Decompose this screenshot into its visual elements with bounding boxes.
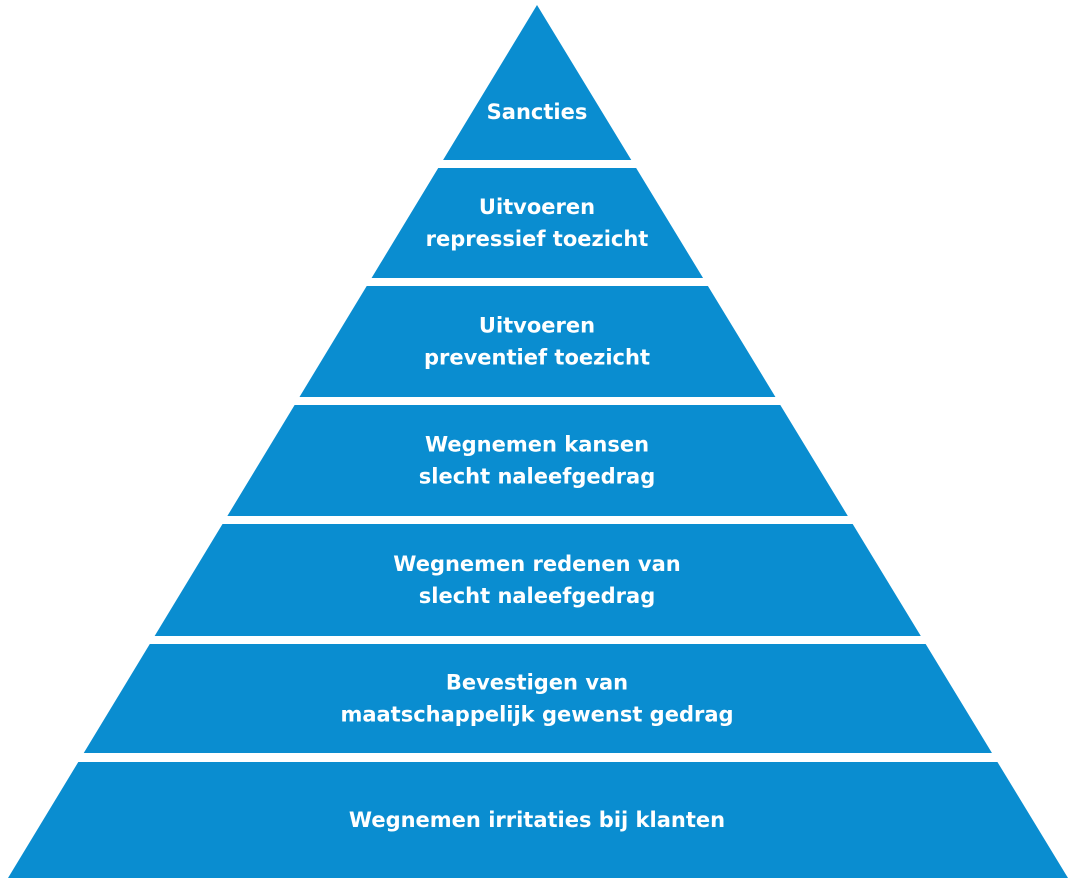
pyramid-level-7: Wegnemen irritaties bij klanten [8, 762, 1068, 878]
pyramid-level-label: Wegnemen irritaties bij klanten [349, 808, 725, 832]
pyramid-level-6: Bevestigen van maatschappelijk gewenst ge… [83, 644, 992, 753]
pyramid-level-label: Uitvoeren [479, 195, 595, 219]
pyramid-band [8, 762, 1068, 878]
pyramid-level-label: preventief toezicht [424, 346, 650, 370]
pyramid-level-label: slecht naleefgedrag [419, 584, 656, 608]
pyramid-level-3: Uitvoeren preventief toezicht [299, 286, 776, 397]
pyramid-level-label: repressief toezicht [426, 227, 649, 251]
pyramid-level-label: slecht naleefgedrag [419, 465, 656, 489]
pyramid-level-label: Sancties [487, 100, 588, 124]
pyramid-band [371, 168, 704, 278]
pyramid-band [83, 644, 992, 753]
pyramid-band [154, 524, 921, 636]
pyramid-level-5: Wegnemen redenen van slecht naleefgedrag [154, 524, 921, 636]
pyramid-level-label: Wegnemen kansen [425, 433, 649, 457]
pyramid-level-label: maatschappelijk gewenst gedrag [340, 703, 733, 727]
pyramid-level-4: Wegnemen kansen slecht naleefgedrag [227, 405, 848, 516]
pyramid-level-2: Uitvoeren repressief toezicht [371, 168, 704, 278]
pyramid-band [299, 286, 776, 397]
pyramid-level-1: Sancties [443, 5, 632, 160]
pyramid-level-label: Bevestigen van [446, 671, 628, 695]
pyramid-band [227, 405, 848, 516]
pyramid-level-label: Wegnemen redenen van [393, 552, 680, 576]
pyramid-band [443, 5, 632, 160]
pyramid-level-label: Uitvoeren [479, 314, 595, 338]
